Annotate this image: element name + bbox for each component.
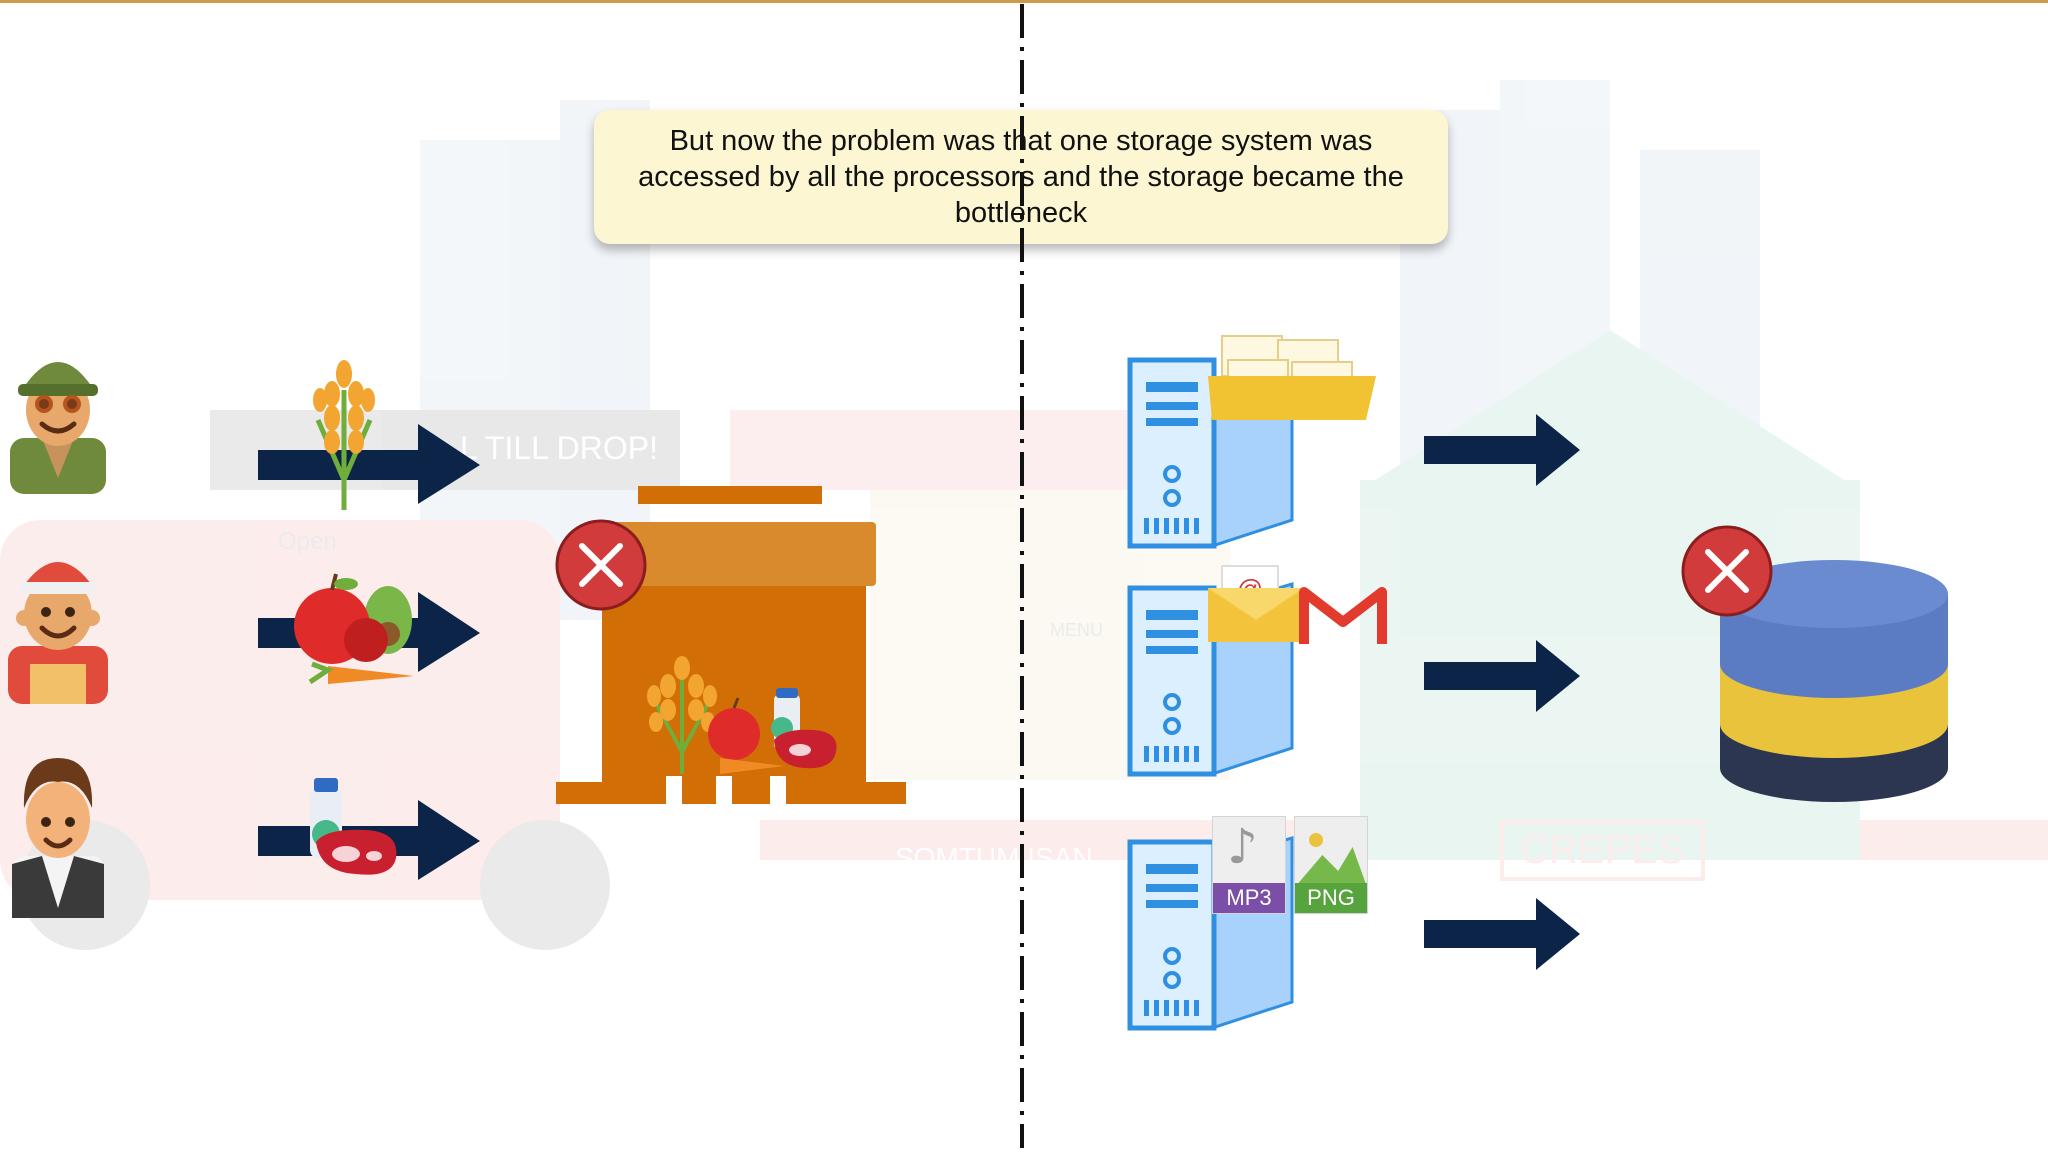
top-border [0,0,2048,3]
image-file-icon: PNG [1294,816,1368,914]
mp3-label: MP3 [1213,883,1285,913]
wheat-icon [313,360,375,510]
music-note-icon: ♪ [1227,819,1258,875]
background-shop-sign: Open [278,528,337,555]
arrow-right-icon [1424,414,1580,486]
x-badge-icon [555,519,647,611]
fruit-vegetable-icon [708,697,784,774]
divider-line [1020,4,1024,1148]
meat-milk-icon [310,778,397,875]
x-badge-icon [1681,525,1773,617]
sun-icon [1309,833,1323,847]
arrow-right-icon [1424,640,1580,712]
arrow-right-icon [1424,898,1580,970]
fruit-vegetable-icon [294,573,414,685]
background-stall-sign: SOMTUM ISAN [895,842,1093,873]
meat-milk-icon [771,688,837,769]
grocer-icon [8,562,108,704]
email-icon: @ [1208,565,1304,642]
mountain-icon [1295,847,1367,887]
background-menu: MENU [1050,620,1103,640]
server-icon [1127,581,1294,777]
background-crepes-sign: CREPES [1500,820,1705,881]
folder-icon [1208,335,1376,420]
farmer-icon [10,362,106,494]
database-icon [1720,560,1948,802]
png-label: PNG [1295,883,1367,913]
background-sign: L TILL DROP! [460,430,658,466]
music-file-icon: ♪ MP3 [1212,816,1286,914]
butcher-icon [12,758,104,918]
wheat-icon [647,656,717,774]
gmail-icon [1299,587,1387,644]
